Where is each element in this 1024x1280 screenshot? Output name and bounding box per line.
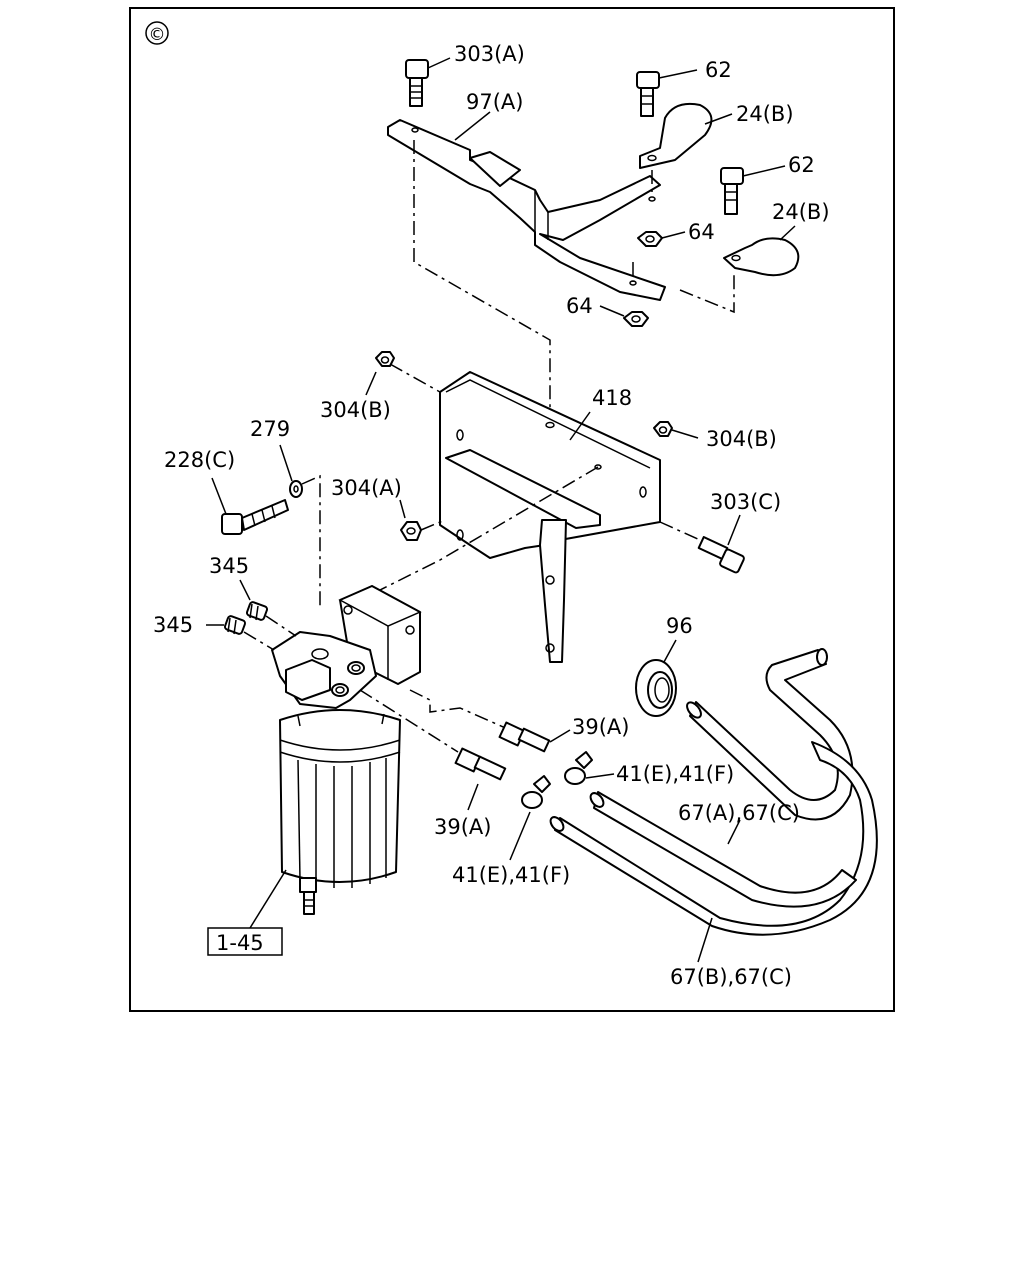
callout-304b-right: 304(B)	[706, 427, 777, 451]
callout-96: 96	[666, 614, 693, 638]
hose-67b	[549, 741, 878, 936]
callout-39a-upper: 39(A)	[572, 715, 629, 739]
callout-64-lower: 64	[566, 294, 593, 318]
callout-39a-lower: 39(A)	[434, 815, 491, 839]
callout-67ac: 67(A),67(C)	[678, 801, 800, 825]
bolt-62-lower	[720, 167, 744, 215]
callout-62-upper: 62	[705, 58, 732, 82]
callout-303a: 303(A)	[454, 42, 525, 66]
bracket-418	[439, 371, 661, 663]
clip-24b-lower	[723, 237, 800, 277]
callout-279: 279	[250, 417, 290, 441]
callout-41ef-lower: 41(E),41(F)	[452, 863, 570, 887]
nut-64-lower	[623, 311, 649, 327]
plug-345-upper	[245, 601, 269, 621]
callout-64-upper: 64	[688, 220, 715, 244]
callout-303c: 303(C)	[710, 490, 781, 514]
callout-1-45: 1-45	[216, 931, 264, 955]
clamp-41-lower	[521, 775, 551, 809]
plug-345-lower	[223, 615, 247, 635]
bolt-303a	[405, 59, 429, 107]
callout-228c: 228(C)	[164, 448, 235, 472]
fitting-39a-upper	[498, 721, 551, 753]
bolt-228c	[221, 499, 289, 535]
callout-345-upper: 345	[209, 554, 249, 578]
callout-62-lower: 62	[788, 153, 815, 177]
callout-97a: 97(A)	[466, 90, 523, 114]
callout-24b-lower: 24(B)	[772, 200, 830, 224]
bracket-97a	[387, 119, 666, 301]
view-marker: ©	[145, 21, 169, 45]
washer-279	[289, 480, 303, 498]
callout-418: 418	[592, 386, 632, 410]
nut-304a	[400, 521, 422, 541]
clip-24b-upper	[639, 102, 713, 169]
callout-304b-left: 304(B)	[320, 398, 391, 422]
clamp-41-upper	[564, 751, 593, 785]
fitting-39a-lower	[454, 747, 507, 781]
bolt-62-upper	[636, 71, 660, 117]
grommet-96	[635, 659, 677, 717]
diagram-frame	[129, 7, 895, 1012]
nut-304b-left	[375, 351, 395, 367]
bolt-303c	[697, 536, 745, 574]
nut-304b-right	[653, 421, 673, 437]
fuel-filter-assembly	[271, 585, 422, 915]
callout-345-lower: 345	[153, 613, 193, 637]
callout-24b-upper: 24(B)	[736, 102, 794, 126]
callout-41ef-upper: 41(E),41(F)	[616, 762, 734, 786]
hose-67a	[686, 648, 854, 821]
reference-box-1-45	[207, 927, 283, 956]
view-marker-text: ©	[149, 25, 166, 45]
callout-304a: 304(A)	[331, 476, 402, 500]
nut-64-upper	[637, 231, 663, 247]
callout-67bc: 67(B),67(C)	[670, 965, 792, 989]
